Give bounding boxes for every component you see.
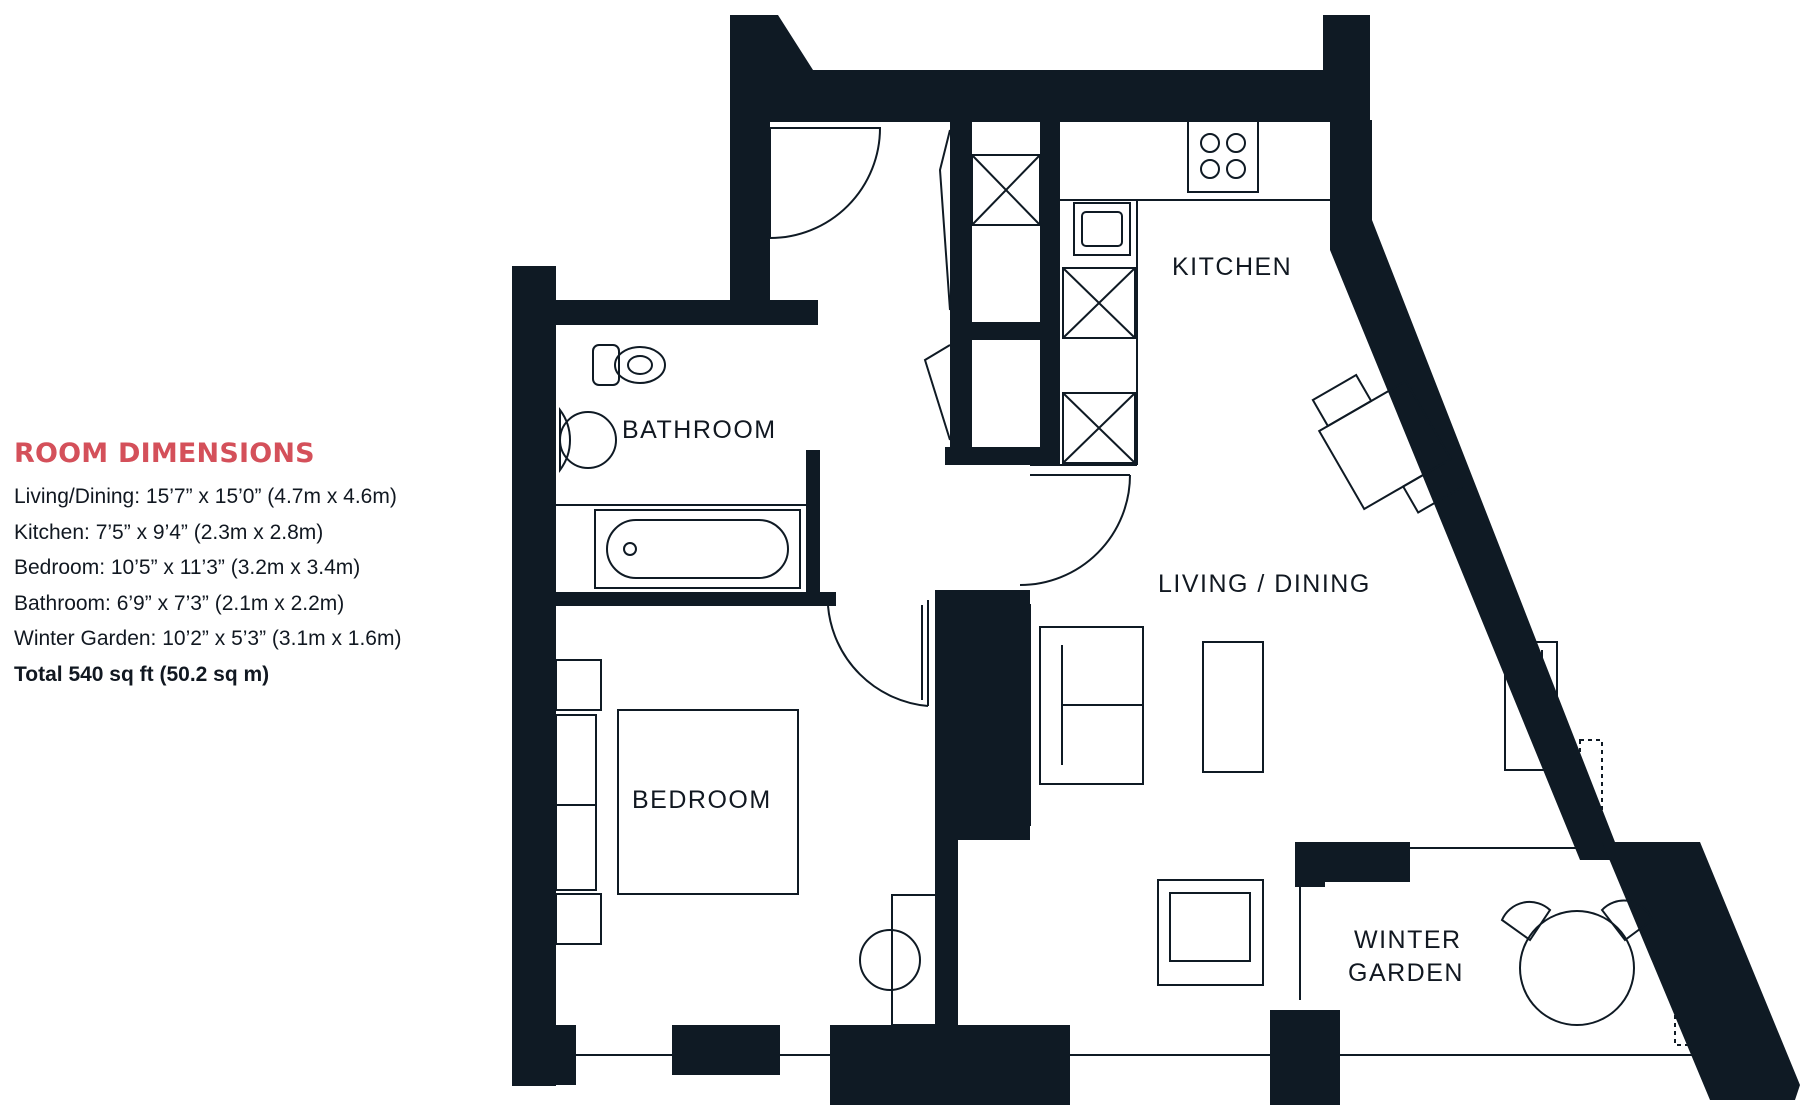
wall-cupboard-mid: [950, 322, 1058, 340]
legend-row-winter-garden: Winter Garden: 10’2” x 5’3” (3.1m x 1.6m…: [14, 627, 402, 650]
wall-cupboard-bottom: [945, 447, 1060, 465]
kitchen-sink-bowl: [1081, 211, 1123, 247]
hob: [1187, 119, 1259, 193]
radiator-1: [1579, 739, 1603, 841]
wall-left-foot: [512, 1025, 576, 1085]
wall-corridor-b: [1040, 115, 1060, 465]
hob-ring-3: [1200, 159, 1220, 179]
wall-entry-left: [730, 122, 770, 302]
bed: [617, 709, 799, 895]
room-dimensions-legend: ROOM DIMENSIONS Living/Dining: 15’7” x 1…: [14, 438, 484, 692]
appliance-1: [1062, 267, 1136, 339]
legend-row-bathroom: Bathroom: 6’9” x 7’3” (2.1m x 2.2m): [14, 591, 345, 615]
legend-total: Total 540 sq ft (50.2 sq m): [14, 662, 270, 686]
wall-wg-side: [1295, 842, 1325, 887]
wall-bath-top: [540, 300, 818, 325]
bed-pillows: [555, 714, 597, 891]
label-bathroom: BATHROOM: [622, 416, 777, 444]
toilet-cistern: [592, 344, 620, 386]
living-door-swing: [1019, 474, 1131, 586]
tv-unit: [1504, 641, 1558, 771]
bathtub-inner: [606, 519, 789, 579]
cupboard-door-2: [923, 344, 951, 441]
dining-chair-1: [1311, 373, 1373, 428]
wall-right-diagonal: [1330, 120, 1622, 860]
armchair: [1157, 879, 1264, 986]
wg-chair-2: [1600, 899, 1654, 942]
dining-chair-2: [1401, 460, 1463, 514]
label-bedroom: BEDROOM: [632, 786, 772, 814]
label-winter-garden-2: GARDEN: [1348, 959, 1464, 987]
basin: [559, 406, 571, 474]
desk: [891, 894, 937, 1026]
bedside-table-2: [555, 893, 602, 945]
wall-left: [512, 266, 556, 1086]
armchair-seat: [1169, 892, 1251, 962]
toilet-seat: [627, 355, 653, 375]
boiler-x2: [971, 154, 1041, 226]
basin-bowl: [559, 411, 617, 469]
label-kitchen: KITCHEN: [1172, 253, 1292, 281]
wg-chair-1: [1500, 900, 1552, 942]
label-living-dining: LIVING / DINING: [1158, 570, 1371, 598]
bathtub: [594, 509, 801, 589]
wardrobe: [941, 604, 1031, 826]
wall-bottom-middle2: [830, 1075, 970, 1105]
walls: [512, 15, 1800, 1105]
legend-title: ROOM DIMENSIONS: [14, 438, 315, 469]
wall-bath-bottom: [556, 592, 836, 606]
hob-ring-2: [1226, 133, 1246, 153]
appliance-2: [1062, 392, 1136, 464]
wall-corridor-a: [950, 115, 972, 465]
legend-row-kitchen: Kitchen: 7’5” x 9’4” (2.3m x 2.8m): [14, 520, 324, 544]
hob-ring-4: [1226, 159, 1246, 179]
cupboard-door-1: [938, 129, 951, 311]
coffee-table: [1202, 641, 1264, 773]
kitchen-sink: [1073, 202, 1131, 256]
dining-set: [1311, 373, 1463, 514]
fittings: [555, 119, 1710, 1056]
toilet-bowl: [614, 346, 666, 384]
bath-drain: [623, 542, 637, 556]
wall-bottom-right: [1270, 1010, 1340, 1105]
bathroom-door-swing: [827, 605, 929, 707]
hob-ring-1: [1200, 133, 1220, 153]
legend-row-bedroom: Bedroom: 10’5” x 11’3” (3.2m x 3.4m): [14, 556, 361, 579]
label-winter-garden-1: WINTER: [1354, 926, 1462, 954]
appliance-1-x2: [1062, 267, 1136, 339]
radiator-2: [1674, 954, 1698, 1046]
entrance-door-swing: [769, 127, 882, 239]
desk-chair: [859, 929, 921, 991]
wall-right-wedge: [1602, 842, 1800, 1100]
wg-table: [1519, 910, 1635, 1026]
bedside-table-1: [555, 659, 602, 711]
wall-top: [730, 15, 1370, 122]
wall-bottom-left: [672, 1025, 780, 1075]
room-labels: KITCHEN BATHROOM LIVING / DINING BEDROOM…: [622, 253, 1464, 987]
wall-center: [935, 590, 1030, 1030]
wall-bath-right: [806, 450, 820, 606]
boiler: [971, 154, 1041, 226]
legend-row-living-dining: Living/Dining: 15’7” x 15’0” (4.7m x 4.6…: [14, 485, 397, 508]
appliance-2-x2: [1062, 392, 1136, 464]
